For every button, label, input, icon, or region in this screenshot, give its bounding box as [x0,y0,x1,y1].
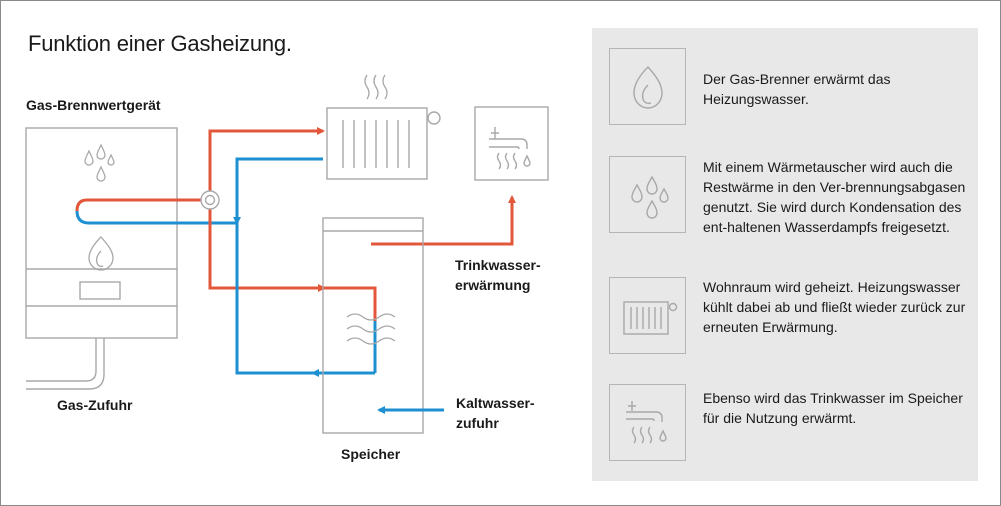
storage-heat-waves-icon [346,313,396,345]
drinking-water-label: Trinkwasser- erwärmung [455,255,541,295]
step-burner-text: Der Gas-Brenner erwärmt das Heizungswass… [703,71,891,107]
page-title: Funktion einer Gasheizung. [28,31,292,56]
cold-water-label-line2: zufuhr [456,415,499,431]
storage-label: Speicher [341,446,401,462]
gas-supply-pipe [26,338,97,382]
tap-icon [609,384,686,461]
cold-water-label: Kaltwasser- zufuhr [456,393,535,433]
radiator [326,107,441,180]
step-radiator-text: Wohnraum wird geheizt. Heizungswasser kü… [703,279,966,335]
drinking-water-label-line2: erwärmung [455,277,531,293]
drinking-water-label-line1: Trinkwasser- [455,257,541,273]
flame-icon [609,48,686,125]
cold-return-from-storage [235,223,375,375]
explanation-panel: Der Gas-Brenner erwärmt das Heizungswass… [592,28,978,481]
heating-diagram [25,74,549,434]
exchanger-hot-loop [75,198,203,212]
gas-boiler [25,127,178,339]
tap-outlet [474,106,549,181]
radiator-icon [609,277,686,354]
boiler-label: Gas-Brennwertgerät [26,97,161,113]
storage-tank [322,217,424,434]
storage-coil-hot [324,286,377,321]
drinking-water-hot-line [371,195,516,246]
hot-supply-to-radiator [208,127,325,191]
pump-valve [200,190,220,210]
hot-to-storage [208,209,326,292]
cold-return-from-radiator [233,157,323,225]
step-heat-exchanger-text: Mit einem Wärmetauscher wird auch die Re… [703,159,966,235]
boiler-drops-icon [84,143,115,182]
exchanger-cold-loop [75,210,237,225]
cold-water-label-line1: Kaltwasser- [456,395,535,411]
radiator-heat-waves-icon [364,74,388,100]
step-drinking-water-text: Ebenso wird das Trinkwasser im Speicher … [703,390,963,426]
boiler-flame-icon [88,236,114,271]
gas-supply-label: Gas-Zufuhr [57,397,133,413]
water-drops-icon [609,156,686,233]
